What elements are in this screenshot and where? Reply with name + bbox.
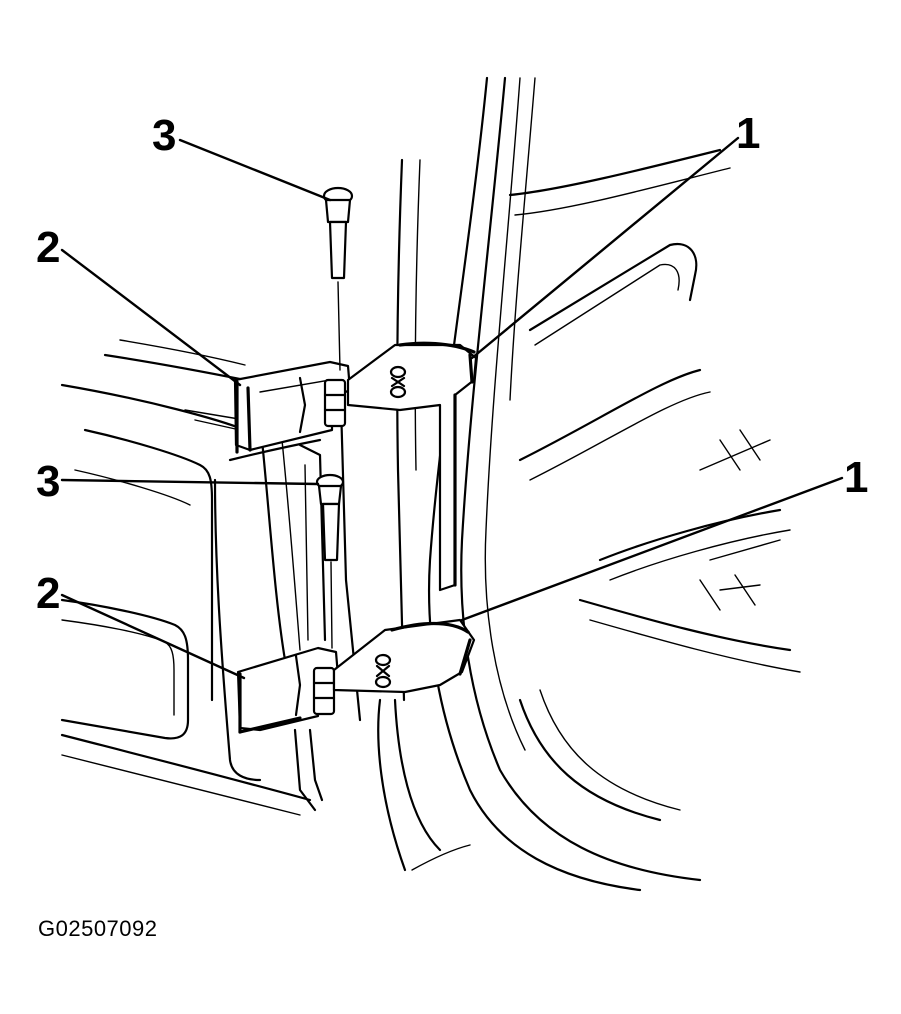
- upper-hinge: [228, 341, 478, 592]
- callout-2-upper: 2: [36, 223, 60, 272]
- figure-id-label: G02507092: [38, 916, 158, 941]
- callout-leaders: [60, 136, 844, 680]
- leader-2-upper: [60, 248, 242, 387]
- callout-3-lower: 3: [36, 457, 60, 506]
- callout-1-upper: 1: [736, 109, 760, 158]
- body-pillar: [396, 76, 801, 892]
- leader-1-lower: [460, 476, 844, 622]
- callout-labels: 1 1 2 2 3 3: [36, 109, 868, 618]
- leader-2-lower: [60, 593, 246, 680]
- lower-hinge-pin: [315, 473, 345, 649]
- lower-hinge: [236, 618, 476, 812]
- leader-3-upper: [178, 138, 332, 202]
- leader-1-upper: [470, 136, 740, 360]
- leader-3-lower: [60, 478, 320, 486]
- callout-3-upper: 3: [152, 111, 176, 160]
- callout-1-lower: 1: [844, 453, 868, 502]
- callout-2-lower: 2: [36, 569, 60, 618]
- door-panel: [60, 339, 312, 816]
- upper-hinge-pin: [322, 186, 354, 371]
